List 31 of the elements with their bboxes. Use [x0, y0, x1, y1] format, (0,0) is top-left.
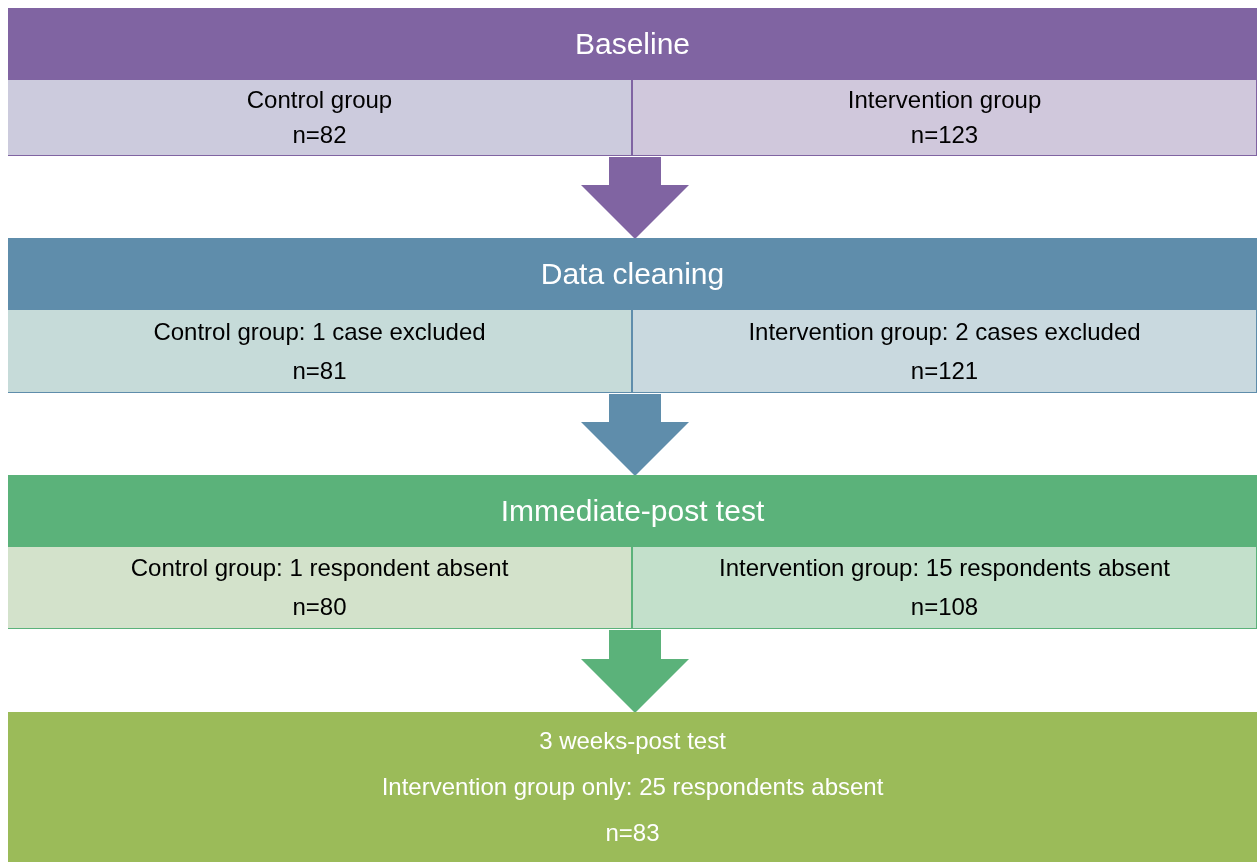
group-box [8, 80, 631, 155]
sample-size: n=83 [605, 819, 660, 847]
group-box [8, 310, 631, 392]
stage-heading: Data cleaning [540, 257, 725, 291]
flow-arrow [581, 630, 689, 713]
sample-size: n=121 [910, 356, 979, 385]
stage-heading: Baseline [574, 27, 691, 61]
stage-panel [8, 238, 1257, 393]
sample-size: n=82 [292, 121, 347, 150]
group-label: Intervention group [847, 85, 1042, 114]
sample-size: n=108 [910, 592, 979, 621]
sample-size: n=81 [292, 356, 347, 385]
group-box [8, 547, 631, 628]
sample-size: n=123 [910, 121, 979, 150]
sample-size: n=80 [292, 592, 347, 621]
group-box [633, 310, 1256, 392]
stage-heading: 3 weeks-post test [539, 727, 726, 755]
stage-panel [8, 712, 1257, 862]
group-label: Intervention group: 15 respondents absent [719, 554, 1170, 583]
group-box [633, 547, 1256, 628]
flow-arrow [581, 157, 689, 239]
group-label: Control group: 1 respondent absent [130, 554, 509, 583]
group-label: Intervention group: 2 cases excluded [748, 317, 1141, 346]
group-label: Control group: 1 case excluded [153, 317, 486, 346]
stage-panel [8, 8, 1257, 156]
flow-arrow [581, 394, 689, 476]
group-label: Control group [246, 85, 393, 114]
note-text: Intervention group only: 25 respondents absent [381, 773, 884, 801]
stage-heading: Immediate-post test [500, 494, 765, 528]
group-box [633, 80, 1256, 155]
stage-panel [8, 475, 1257, 629]
